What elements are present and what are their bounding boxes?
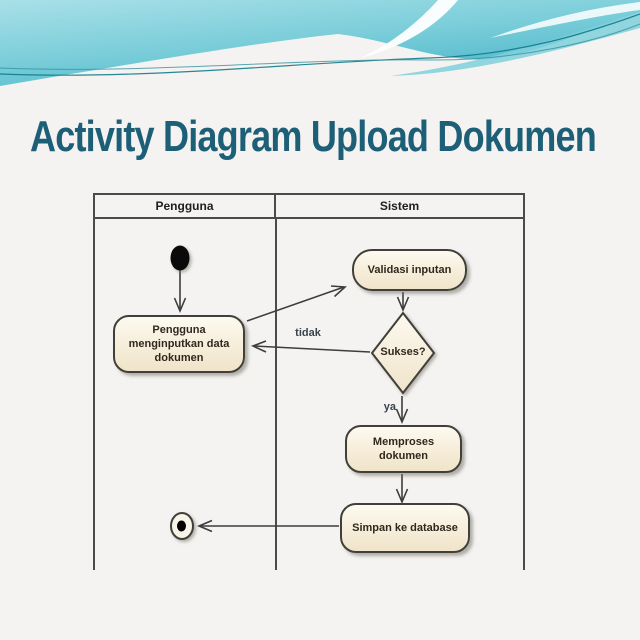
edge-label-ya: ya — [383, 401, 396, 413]
lane-border-middle — [275, 219, 277, 570]
lane-header-sistem: Sistem — [379, 199, 420, 213]
activity-node-input: Pengguna menginputkan data dokumen — [113, 315, 245, 373]
edge-validate-to-decision — [396, 292, 410, 313]
header-wave-decoration — [0, 0, 640, 86]
activity-node-process: Memproses dokumen — [345, 425, 462, 473]
edge-decision-to-process-ya — [395, 396, 409, 425]
slide-title: Activity Diagram Upload Dokumen — [30, 112, 597, 161]
lane-border-right — [523, 219, 525, 570]
swimlane-header-row: Pengguna Sistem — [93, 193, 525, 219]
lane-header-pengguna: Pengguna — [95, 195, 276, 217]
activity-node-save: Simpan ke database — [340, 503, 470, 553]
initial-node — [170, 245, 190, 271]
lane-border-left — [93, 219, 95, 570]
edge-decision-to-input-tidak — [250, 340, 371, 353]
edge-initial-to-input — [173, 270, 187, 314]
decision-label: Sukses? — [380, 346, 426, 358]
edge-label-tidak: tidak — [295, 327, 321, 339]
edge-save-to-final — [196, 519, 339, 533]
edge-input-to-validate — [246, 285, 347, 322]
activity-node-validate: Validasi inputan — [352, 249, 467, 291]
final-node — [170, 512, 194, 540]
edge-process-to-save — [395, 474, 409, 505]
